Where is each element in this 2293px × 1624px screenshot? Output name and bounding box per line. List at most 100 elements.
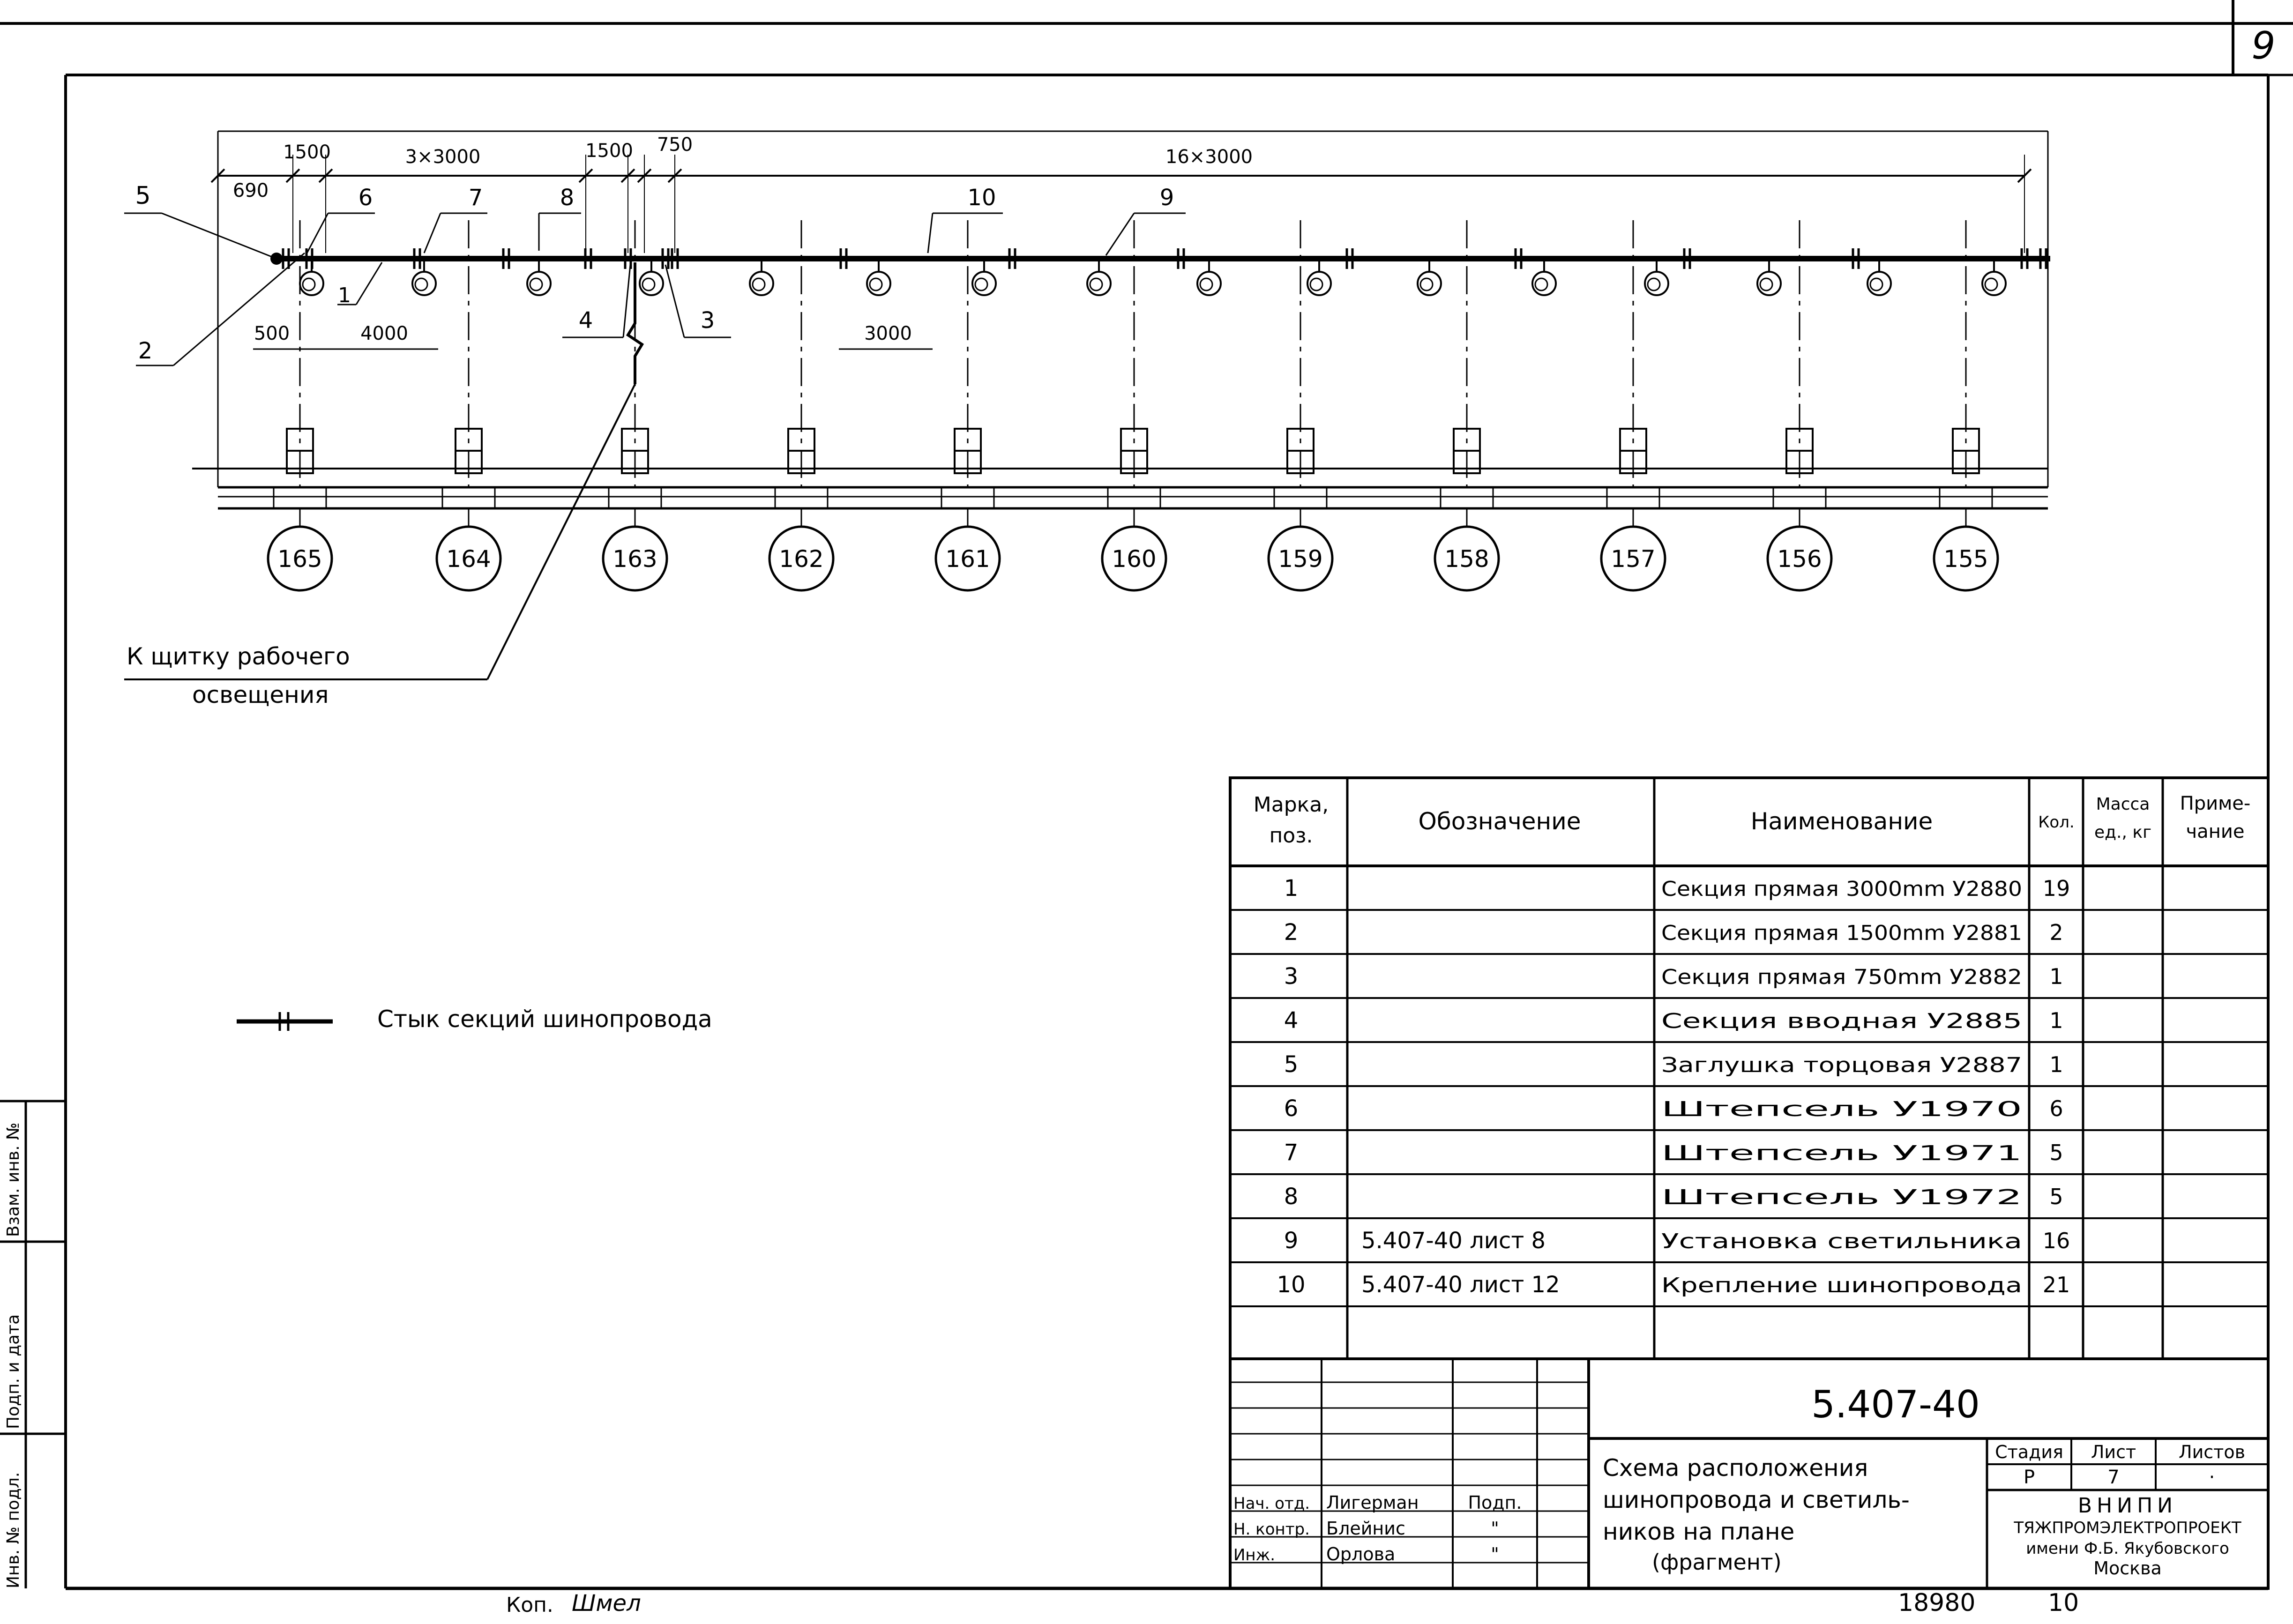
sheets-value: ·: [2209, 1467, 2215, 1488]
cell-mark: 2: [1284, 919, 1299, 946]
cell-qty: 1: [2049, 964, 2063, 989]
cell-qty: 21: [2043, 1272, 2070, 1297]
busbar-joint: [1008, 248, 1016, 269]
org-line-4: Москва: [2093, 1558, 2162, 1579]
legend-label: Стык секций шинопровода: [377, 1006, 712, 1033]
doc-code: 5.407-40: [1811, 1383, 1980, 1426]
table-row: 5 Заглушка торцовая У2887 1: [1284, 1051, 2063, 1078]
busbar-joint: [661, 248, 670, 269]
footer-inventory: 18980: [1898, 1589, 1975, 1617]
callout-9: 9: [1160, 185, 1174, 211]
signer-sign: ": [1491, 1544, 1499, 1564]
signer-sign: Подп.: [1468, 1492, 1522, 1513]
sheet-frame: [0, 0, 2293, 1590]
th-designation: Обозначение: [1419, 808, 1581, 835]
cell-qty: 5: [2049, 1140, 2063, 1165]
legend-joint-symbol: [237, 1012, 333, 1031]
dim-500: 500: [254, 323, 290, 344]
callout-2: 2: [138, 338, 153, 364]
signer-role: Н. контр.: [1233, 1520, 1310, 1539]
cell-designation: 5.407-40 лист 12: [1361, 1272, 1560, 1298]
cell-name: Секция прямая 1500mm У2881: [1661, 921, 2022, 945]
cell-mark: 7: [1284, 1140, 1299, 1166]
axis-marker: [1434, 525, 1500, 592]
luminaire-icon: [1981, 259, 2007, 296]
busbar-joint: [1177, 248, 1185, 269]
column-axis: 162: [768, 220, 835, 592]
cell-name: Штепсель У1971: [1661, 1141, 2022, 1165]
busbar-joint: [839, 248, 848, 269]
axis-label-163: 163: [612, 545, 657, 573]
cell-name: Заглушка торцовая У2887: [1661, 1053, 2022, 1077]
luminaire-icon: [526, 259, 552, 296]
stage-label: Стадия: [1995, 1442, 2063, 1462]
cell-qty: 19: [2043, 876, 2070, 901]
footer-format: 10: [2048, 1589, 2079, 1617]
luminaire-icon: [411, 259, 437, 296]
axis-label-159: 159: [1278, 545, 1322, 573]
callout-4: 4: [579, 307, 593, 334]
axis-label-161: 161: [945, 545, 990, 573]
cell-name: Секция вводная У2885: [1661, 1009, 2022, 1033]
signer-role: Инж.: [1233, 1546, 1275, 1564]
signer-name: Блейнис: [1326, 1518, 1405, 1539]
luminaire-icon: [1196, 259, 1222, 296]
column-axis: 160: [1101, 220, 1167, 592]
axis-label-160: 160: [1112, 545, 1156, 573]
cell-designation: 5.407-40 лист 8: [1361, 1228, 1546, 1254]
th-qty: Кол.: [2038, 813, 2074, 832]
signer-name: Лигерман: [1326, 1492, 1419, 1513]
axis-label-164: 164: [446, 545, 491, 573]
luminaire-icon: [1867, 259, 1892, 296]
cell-qty: 1: [2049, 1052, 2063, 1077]
cell-mark: 8: [1284, 1184, 1299, 1210]
th-mass-2: ед., кг: [2094, 823, 2151, 842]
axis-label-158: 158: [1444, 545, 1489, 573]
spec-table: [1229, 776, 2270, 1360]
org-line-3: имени Ф.Б. Якубовского: [2026, 1539, 2229, 1558]
busbar-joint: [2039, 248, 2047, 269]
stamp-sign-date: Подп. и дата: [4, 1314, 23, 1429]
cell-name: Секция прямая 3000mm У2880: [1661, 877, 2022, 901]
th-mark-1: Марка,: [1254, 793, 1329, 817]
dim-750: 750: [657, 134, 693, 156]
th-name: Наименование: [1751, 808, 1933, 835]
cell-name: Штепсель У1970: [1661, 1097, 2022, 1121]
axis-marker: [267, 525, 333, 592]
title-line-2: шинопровода и светиль-: [1603, 1486, 1910, 1513]
cell-name: Штепсель У1972: [1661, 1185, 2022, 1209]
sheet-number: 9: [2252, 24, 2276, 67]
column-axis: 155: [1933, 220, 1999, 592]
callout-6: 6: [359, 185, 373, 211]
busbar-joint: [413, 248, 421, 269]
cell-qty: 1: [2049, 1008, 2063, 1033]
sheets-label: Листов: [2179, 1442, 2245, 1462]
luminaire-icon: [866, 259, 891, 296]
luminaire-icon: [1756, 259, 1782, 296]
busbar-joint: [282, 248, 290, 269]
signer-row: Инж. Орлова ": [1233, 1544, 1499, 1564]
cell-name: Установка светильника: [1661, 1229, 2022, 1253]
cell-name: Секция прямая 750mm У2882: [1661, 965, 2022, 989]
th-note-2: чание: [2186, 821, 2245, 842]
signer-sign: ": [1491, 1518, 1499, 1539]
luminaire-icon: [971, 259, 997, 296]
callout-leaders: [124, 212, 1186, 366]
title-line-3: ников на плане: [1603, 1518, 1794, 1545]
stamp-replaced-inv: Взам. инв. №: [4, 1123, 23, 1237]
table-row: 7 Штепсель У1971 5: [1284, 1140, 2063, 1166]
cell-mark: 5: [1284, 1051, 1299, 1078]
column-axis: 163: [602, 220, 668, 592]
column-axis: 157: [1600, 220, 1666, 592]
signer-name: Орлова: [1326, 1544, 1395, 1564]
luminaire-icon: [1531, 259, 1557, 296]
axis-label-165: 165: [277, 545, 322, 573]
dim-4000: 4000: [360, 323, 408, 344]
column-axis: 164: [435, 220, 502, 592]
sheet-label: Лист: [2091, 1442, 2136, 1462]
